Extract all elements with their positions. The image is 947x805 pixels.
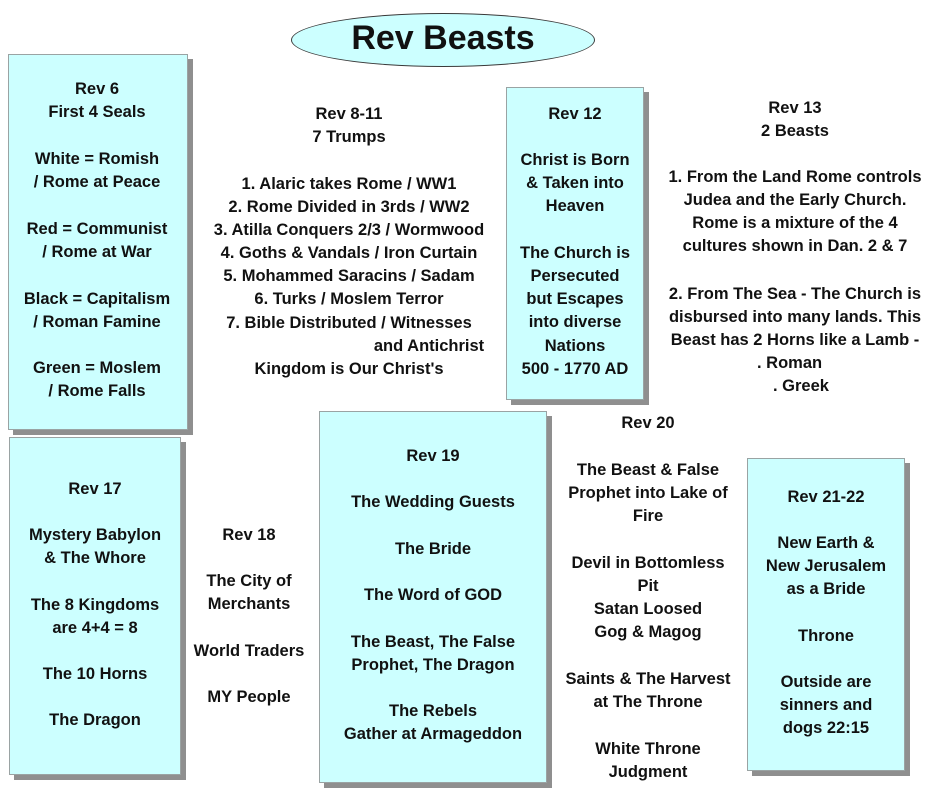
rev6-box [8,54,188,430]
rev18-line: World Traders [193,642,305,660]
rev6-subheading: First 4 Seals [48,103,146,121]
rev12-line: Heaven [545,197,605,215]
rev20-heading: Rev 20 [621,414,675,432]
rev20-line: Gog & Magog [594,623,702,641]
rev21-22-box [747,458,905,771]
rev19-line: The Wedding Guests [351,493,515,511]
rev13-line: Judea and the Early Church. [683,191,907,209]
rev12-line: & Taken into [526,174,624,192]
rev13-line: Beast has 2 Horns like a Lamb - [670,331,920,349]
rev12-line: Persecuted [530,267,620,285]
rev8-11-heading: Rev 8-11 [315,105,383,123]
rev19-heading: Rev 19 [406,447,460,465]
rev18-line: The City of [206,572,292,590]
trump-item: 2. Rome Divided in 3rds / WW2 [228,198,470,216]
rev19-line: The Word of GOD [363,586,503,604]
rev13-line: disbursed into many lands. This [668,308,922,326]
trump-item: 6. Turks / Moslem Terror [254,290,444,308]
rev13-line: . Roman [757,354,823,372]
rev20-line: White Throne [595,740,701,758]
trump-item: 3. Atilla Conquers 2/3 / Wormwood [213,221,485,239]
rev13-line: Rome is a mixture of the 4 [692,214,898,232]
rev17-line: Mystery Babylon [28,526,162,544]
rev6-line: Black = Capitalism [23,290,171,308]
rev13-line: 2. From The Sea - The Church is [668,285,922,303]
rev21-22-line: sinners and [779,696,873,714]
rev8-11-subheading: 7 Trumps [312,128,386,146]
rev21-22-line: Outside are [780,673,872,691]
rev17-line: The 10 Horns [42,665,148,683]
rev13-line: . Greek [773,377,829,395]
trump-item: 5. Mohammed Saracins / Sadam [223,267,475,285]
rev21-22-line: as a Bride [786,580,866,598]
rev18-line: MY People [207,688,291,706]
rev18-line: Merchants [207,595,291,613]
rev19-line: The Bride [394,540,472,558]
rev6-line: / Rome at Peace [33,173,161,191]
rev20-line: Pit [637,577,659,595]
rev13-heading: Rev 13 [768,99,822,117]
rev20-line: Prophet into Lake of [568,484,728,502]
rev17-line: The Dragon [49,711,141,729]
rev13-subheading: 2 Beasts [761,122,829,140]
rev17-box [9,437,181,775]
rev21-22-heading: Rev 21-22 [787,488,865,506]
rev19-line: The Rebels [388,702,478,720]
rev13-line: 1. From the Land Rome controls [668,168,922,186]
rev19-line: Gather at Armageddon [343,725,523,743]
rev12-line: into diverse [528,313,622,331]
trump-item: and Antichrist [373,337,485,355]
rev20-line: Judgment [608,763,688,781]
rev6-line: Red = Communist [26,220,168,238]
rev6-line: / Rome at War [42,243,152,261]
rev18-heading: Rev 18 [222,526,276,544]
page-title: Rev Beasts [351,19,535,57]
rev12-heading: Rev 12 [548,105,602,123]
trump-item: Kingdom is Our Christ's [254,360,444,378]
rev19-box [319,411,547,783]
rev6-line: Green = Moslem [33,359,161,377]
rev12-line: The Church is [519,244,631,262]
rev20-line: Satan Loosed [593,600,703,618]
rev17-heading: Rev 17 [68,480,122,498]
rev12-line: 500 - 1770 AD [521,360,629,378]
rev21-22-line: dogs 22:15 [782,719,870,737]
rev20-line: Fire [632,507,664,525]
rev21-22-line: Throne [798,627,854,645]
rev19-line: Prophet, The Dragon [351,656,515,674]
rev13-line: cultures shown in Dan. 2 & 7 [682,237,908,255]
rev17-line: & The Whore [44,549,146,567]
rev19-line: The Beast, The False [350,633,516,651]
rev20-line: Saints & The Harvest [565,670,731,688]
rev20-line: at The Throne [593,693,703,711]
rev12-line: Nations [544,337,606,355]
title-ellipse [291,13,595,67]
rev21-22-line: New Jerusalem [765,557,887,575]
rev17-line: are 4+4 = 8 [52,619,138,637]
trump-item: 7. Bible Distributed / Witnesses [226,314,472,332]
rev12-box [506,87,644,400]
rev6-line: / Rome Falls [48,382,146,400]
rev6-line: White = Romish [34,150,160,168]
rev6-line: / Roman Famine [33,313,161,331]
trump-item: 1. Alaric takes Rome / WW1 [241,175,457,193]
rev6-heading: Rev 6 [74,80,120,98]
rev20-line: Devil in Bottomless [571,554,725,572]
rev20-line: The Beast & False [576,461,720,479]
trump-item: 4. Goths & Vandals / Iron Curtain [220,244,478,262]
rev17-line: The 8 Kingdoms [30,596,160,614]
rev21-22-line: New Earth & [777,534,875,552]
rev12-line: but Escapes [526,290,624,308]
rev12-line: Christ is Born [520,151,630,169]
